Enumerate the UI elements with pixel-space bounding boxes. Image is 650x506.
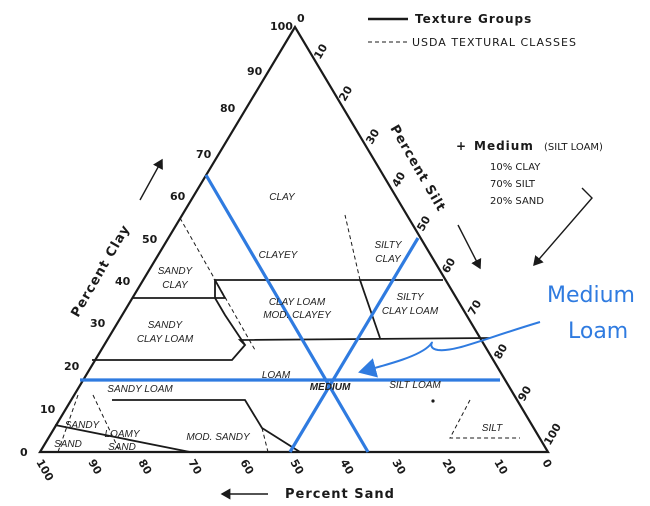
sand-tick: 60 [237, 457, 256, 477]
sample-subtitle: (SILT LOAM) [544, 142, 603, 153]
zone-mod-sandy: MOD. SANDY [186, 432, 251, 443]
sand-axis-title: Percent Sand [285, 487, 395, 502]
zone-sandy-clay-loam: CLAY LOAM [137, 334, 194, 345]
sand-tick: 40 [337, 457, 356, 477]
zone-clay: CLAY [269, 192, 296, 203]
sand-tick: 70 [185, 457, 204, 477]
zone-silty-clay: CLAY [375, 254, 402, 265]
clay-tick: 30 [90, 317, 106, 330]
sample-line: 20% SAND [490, 196, 544, 207]
annotation-label-line1: Medium [547, 283, 635, 308]
medium-loam-lines [80, 174, 500, 453]
silt-direction-arrow [457, 224, 482, 270]
zone-labels: CLAY CLAYEY SILTY CLAY SANDY CLAY CLAY L… [54, 192, 503, 453]
clay-tick: 100 [270, 20, 293, 33]
sand-tick: 10 [491, 457, 510, 477]
sand-tick: 100 [33, 457, 56, 484]
sand-tick: 0 [539, 457, 554, 470]
silt-tick: 30 [363, 126, 382, 146]
clay-tick: 10 [40, 403, 56, 416]
zone-sandy-clay: CLAY [162, 280, 189, 291]
usda-class-boundaries [57, 214, 520, 453]
zone-sand: SAND [54, 439, 82, 450]
sand-tick: 50 [287, 457, 306, 477]
zone-silt-loam: SILT LOAM [389, 380, 441, 391]
silt-tick: 80 [491, 341, 510, 361]
zone-silt: SILT [482, 423, 503, 434]
legend-dashed-label: USDA TEXTURAL CLASSES [412, 36, 577, 49]
silt-tick: 100 [541, 421, 564, 448]
sand-tick: 90 [85, 457, 104, 477]
silt-tick: 70 [465, 297, 484, 317]
sample-composition: + Medium (SILT LOAM) 10% CLAY 70% SILT 2… [456, 139, 603, 267]
silt-tick: 40 [389, 169, 408, 189]
clay-tick: 90 [247, 65, 263, 78]
sand-tick: 80 [135, 457, 154, 477]
zone-silty-clay-loam: SILTY [396, 292, 424, 303]
sand-tick: 30 [389, 457, 408, 477]
clay-tick: 0 [20, 446, 28, 459]
zone-loamy-sand: LOAMY [104, 429, 140, 440]
zone-sandy-clay-loam: SANDY [148, 320, 184, 331]
zone-silty-clay: SILTY [374, 240, 402, 251]
medium-loam-annotation: Medium Loam [358, 283, 635, 378]
clay-tick: 50 [142, 233, 158, 246]
sample-title: Medium [474, 139, 534, 153]
clay-tick: 20 [64, 360, 80, 373]
clay-tick: 70 [196, 148, 212, 161]
clay-tick: 40 [115, 275, 131, 288]
clay-tick: 80 [220, 102, 236, 115]
annotation-arrow [358, 321, 541, 378]
clay-direction-arrow [139, 158, 163, 201]
zone-clay-loam: MOD. CLAYEY [263, 310, 332, 321]
legend: Texture Groups USDA TEXTURAL CLASSES [368, 12, 577, 49]
zone-loam: LOAM [262, 370, 291, 381]
sample-line: 10% CLAY [490, 162, 541, 173]
silt-tick: 0 [297, 12, 305, 25]
zone-medium: MEDIUM [310, 382, 351, 393]
sand-tick: 20 [439, 457, 458, 477]
zone-clayey: CLAYEY [259, 250, 299, 261]
annotation-label-line2: Loam [568, 319, 628, 344]
sample-arrow [533, 187, 593, 267]
silt-axis-title: Percent Silt [387, 123, 449, 215]
zone-sandy: SANDY [65, 420, 101, 431]
texture-group-boundaries [54, 279, 491, 453]
clay-axis-ticks: 100 90 80 70 60 50 40 30 20 10 0 [20, 20, 293, 459]
clay-axis-title: Percent Clay [68, 222, 133, 320]
sand-axis-ticks: 100 90 80 70 60 50 40 30 20 10 0 [33, 457, 554, 484]
legend-solid-label: Texture Groups [415, 12, 532, 26]
zone-clay-loam: CLAY LOAM [269, 297, 326, 308]
sample-marker: + [456, 139, 467, 153]
silt-loam-dot [431, 399, 435, 403]
sample-line: 70% SILT [490, 179, 536, 190]
zone-silty-clay-loam: CLAY LOAM [382, 306, 439, 317]
triangle-outline [38, 24, 550, 454]
zone-sandy-clay: SANDY [158, 266, 194, 277]
zone-loamy-sand: SAND [108, 442, 136, 453]
zone-sandy-loam: SANDY LOAM [107, 384, 173, 395]
clay-tick: 60 [170, 190, 186, 203]
